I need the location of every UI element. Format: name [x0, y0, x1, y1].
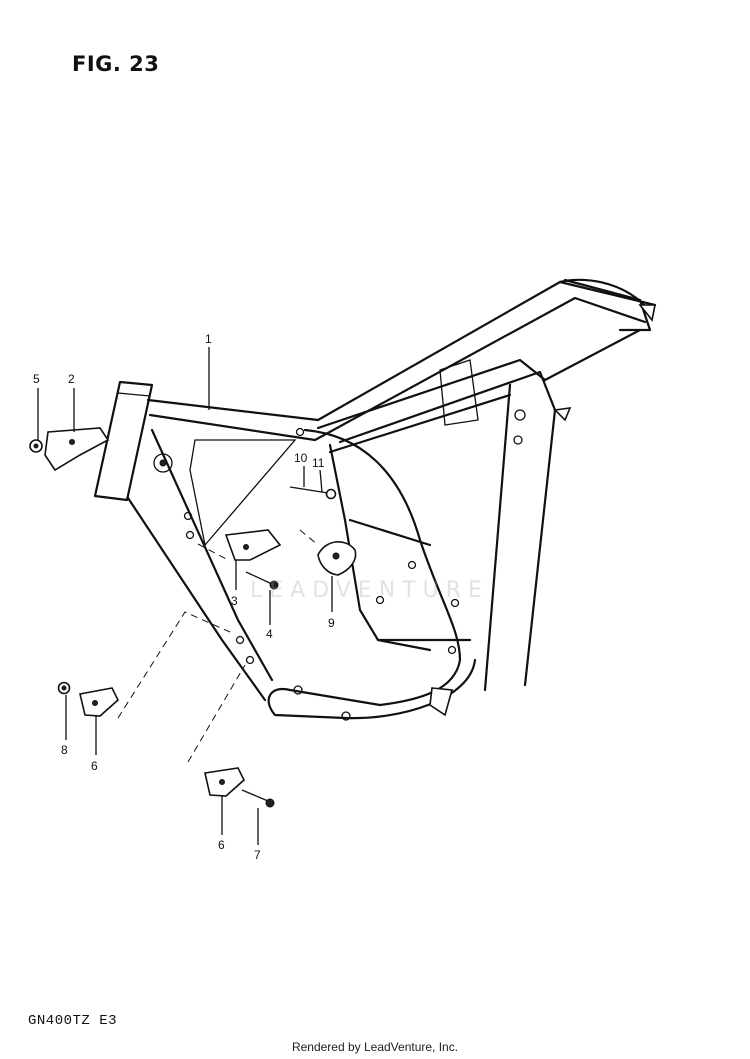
callout-6-lower: 6	[218, 838, 225, 852]
nut-part-5	[29, 439, 43, 453]
callout-1: 1	[205, 332, 212, 346]
nut-part-11	[325, 488, 337, 500]
engine-bracket-part-3	[224, 529, 282, 561]
callout-5: 5	[33, 372, 40, 386]
footer-credit: Rendered by LeadVenture, Inc.	[291, 1040, 459, 1054]
callout-8: 8	[61, 743, 68, 757]
bracket-part-2	[44, 427, 110, 472]
nut-part-8	[57, 681, 71, 695]
callouts: 1 2 3 4 5 6 6 7 8 9 10 11	[33, 332, 335, 862]
callout-11: 11	[312, 456, 325, 470]
callout-6-upper: 6	[91, 759, 98, 773]
bolt-part-7	[241, 789, 275, 808]
main-frame	[93, 278, 657, 721]
figure-title: FIG. 23	[72, 52, 160, 76]
callout-3: 3	[231, 594, 238, 608]
callout-10: 10	[294, 451, 308, 465]
bolt-part-4	[245, 571, 279, 590]
callout-4: 4	[266, 627, 273, 641]
model-code: GN400TZ E3	[28, 1013, 118, 1029]
callout-7: 7	[254, 848, 261, 862]
watermark: LEADVENTURE	[250, 578, 489, 603]
plate-part-9	[317, 541, 357, 576]
callout-9: 9	[328, 616, 335, 630]
callout-2: 2	[68, 372, 75, 386]
bracket-part-6-upper	[79, 687, 119, 717]
bracket-part-6-lower	[204, 767, 245, 797]
leader-lines	[37, 347, 333, 845]
